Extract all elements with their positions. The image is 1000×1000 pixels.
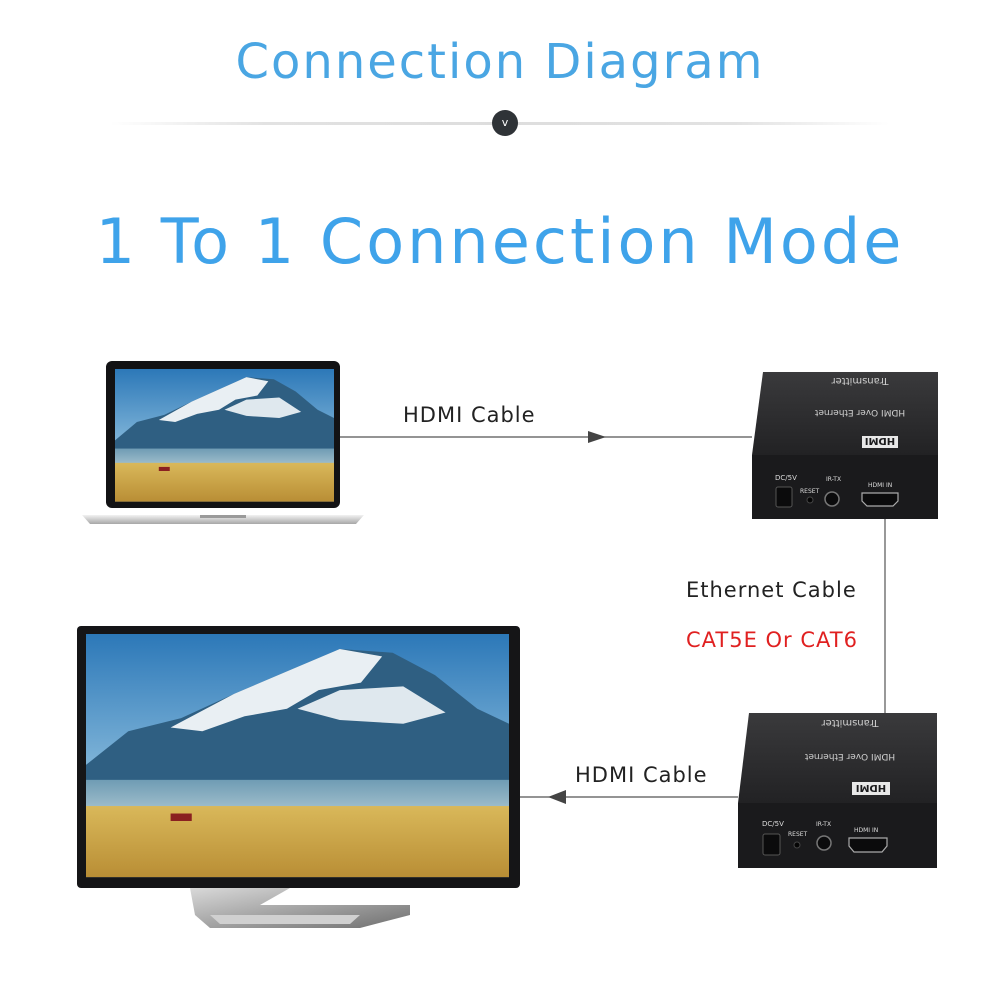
port-dc-label: DC/5V — [762, 820, 784, 828]
mode-title: 1 To 1 Connection Mode — [95, 205, 905, 278]
transmitter-unit-bottom: Transmitter HDMI Over Ethernet HDMI DC/5… — [738, 713, 937, 868]
port-ir-label: IR-TX — [816, 821, 831, 828]
port-reset-label: RESET — [800, 488, 820, 495]
connection-lines — [340, 431, 886, 804]
ethernet-cable-label: Ethernet Cable — [686, 578, 857, 602]
page-title: Connection Diagram — [235, 34, 765, 90]
hdmi-logo: HDMI — [856, 782, 886, 793]
device-name-text: HDMI Over Ethernet — [804, 751, 895, 761]
port-hdmi-label: HDMI IN — [854, 827, 878, 834]
arrow-right-icon — [588, 431, 606, 443]
hdmi-cable-label-top: HDMI Cable — [403, 403, 536, 427]
port-hdmi-label: HDMI IN — [868, 482, 892, 489]
port-ir-label: IR-TX — [826, 476, 841, 483]
transmitter-unit-top: Transmitter HDMI Over Ethernet HDMI DC/5… — [752, 372, 938, 519]
port-dc-label: DC/5V — [775, 474, 797, 482]
cable-type-label: CAT5E Or CAT6 — [686, 628, 858, 652]
device-role-text: Transmitter — [831, 375, 890, 386]
hdmi-logo: HDMI — [865, 435, 895, 446]
port-reset-label: RESET — [788, 831, 808, 838]
laptop — [82, 361, 364, 524]
device-role-text: Transmitter — [821, 717, 880, 728]
hdmi-cable-label-bottom: HDMI Cable — [575, 763, 708, 787]
tv-monitor — [77, 626, 520, 928]
device-name-text: HDMI Over Ethernet — [814, 407, 905, 417]
chevron-down-icon[interactable]: v — [492, 110, 518, 136]
arrow-left-icon — [548, 790, 566, 804]
